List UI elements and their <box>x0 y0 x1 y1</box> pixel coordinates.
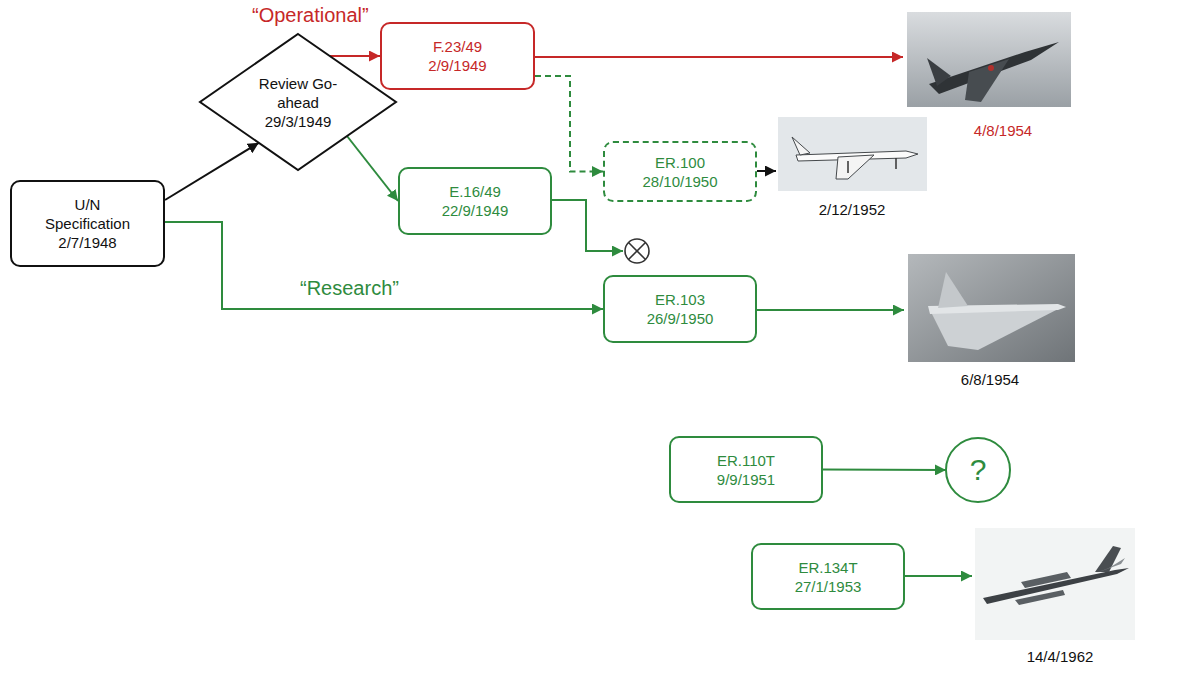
cancel-cross <box>629 243 646 260</box>
text-stack: ER.10326/9/1950 <box>647 290 714 328</box>
arrow-line <box>552 200 623 251</box>
box-title: ER.103 <box>655 290 705 309</box>
connector-arrow <box>535 76 603 172</box>
arrow-line <box>757 309 904 311</box>
aircraft-photo <box>908 254 1075 362</box>
box-date: 2/9/1949 <box>428 56 486 75</box>
box-title: ER.134T <box>798 558 857 577</box>
unknown-circle: ? <box>946 438 1010 502</box>
tail-fin <box>927 58 951 86</box>
first-flight-date: 4/8/1954 <box>972 121 1034 140</box>
connector-arrow <box>347 136 398 201</box>
aircraft-photo <box>975 528 1135 640</box>
spec-box: ER.10326/9/1950 <box>603 275 757 343</box>
arrow-line <box>905 575 972 577</box>
arrow-line <box>535 56 903 58</box>
box-title: ER.100 <box>655 153 705 172</box>
cancel-cross <box>629 243 646 260</box>
photo-ground <box>975 528 1135 640</box>
first-flight-date: 6/8/1954 <box>959 370 1021 389</box>
box-date: 9/9/1951 <box>717 470 775 489</box>
connector-arrow <box>165 222 603 309</box>
aircraft-photo <box>907 12 1071 107</box>
tailplane <box>1093 558 1125 574</box>
connector-arrow <box>330 55 380 57</box>
engine-pod <box>1021 572 1071 588</box>
first-flight-date: 2/12/1952 <box>817 200 888 219</box>
box-date: 2/7/1948 <box>58 233 116 252</box>
fuselage <box>983 568 1129 604</box>
photo-ground <box>907 12 1071 107</box>
box-date: 27/1/1953 <box>795 577 862 596</box>
cancelled-symbol <box>625 239 649 263</box>
photo-ground <box>778 117 927 191</box>
text-stack: ER.134T27/1/1953 <box>795 558 862 596</box>
circle-outline <box>946 438 1010 502</box>
wing <box>965 59 1009 102</box>
photo-ground <box>908 254 1075 362</box>
text-stack: E.16/4922/9/1949 <box>442 182 509 220</box>
box-title: U/N Specification <box>33 195 143 233</box>
spec-box: ER.110T9/9/1951 <box>669 436 823 503</box>
landing-gear <box>895 158 897 169</box>
text-stack: ER.10028/10/1950 <box>642 153 717 191</box>
text-stack: ER.110T9/9/1951 <box>717 451 775 489</box>
fuselage <box>929 42 1059 94</box>
cancel-circle <box>625 239 649 263</box>
first-flight-date: 14/4/1962 <box>1025 647 1096 666</box>
box-title: ? <box>970 451 987 489</box>
text-stack: U/N Specification2/7/1948 <box>33 195 143 252</box>
text-stack: Review Go-ahead29/3/1949 <box>253 74 343 131</box>
arrow-line <box>757 170 776 172</box>
text-stack: F.23/492/9/1949 <box>428 37 486 75</box>
box-title: E.16/49 <box>449 182 501 201</box>
engine-pod <box>1015 590 1065 605</box>
text-stack: ? <box>970 451 987 489</box>
aircraft-photo <box>778 117 927 191</box>
box-title: F.23/49 <box>433 37 482 56</box>
connector-arrow <box>823 469 946 472</box>
box-date: 26/9/1950 <box>647 309 714 328</box>
connector-arrow <box>165 143 259 200</box>
decision-diamond: Review Go-ahead29/3/1949 <box>200 34 396 170</box>
spec-box: ER.10028/10/1950 <box>603 141 757 202</box>
box-title: ER.110T <box>717 451 775 470</box>
diamond-outline <box>200 34 396 170</box>
wing <box>836 155 874 179</box>
box-date: 22/9/1949 <box>442 201 509 220</box>
landing-gear <box>847 161 849 173</box>
tail-fin <box>938 272 968 308</box>
branch-label: “Operational” <box>250 3 371 27</box>
tail-fin <box>1095 546 1121 572</box>
spec-box: ER.134T27/1/1953 <box>751 543 905 610</box>
spec-box: E.16/4922/9/1949 <box>398 167 552 235</box>
branch-label: “Research” <box>298 276 401 300</box>
roundel <box>988 65 994 71</box>
tail-fin <box>792 137 810 155</box>
spec-box: U/N Specification2/7/1948 <box>10 180 165 267</box>
box-date: 29/3/1949 <box>265 112 332 131</box>
box-title: Review Go-ahead <box>253 74 343 112</box>
box-date: 28/10/1950 <box>642 172 717 191</box>
spec-box: F.23/492/9/1949 <box>380 22 535 90</box>
